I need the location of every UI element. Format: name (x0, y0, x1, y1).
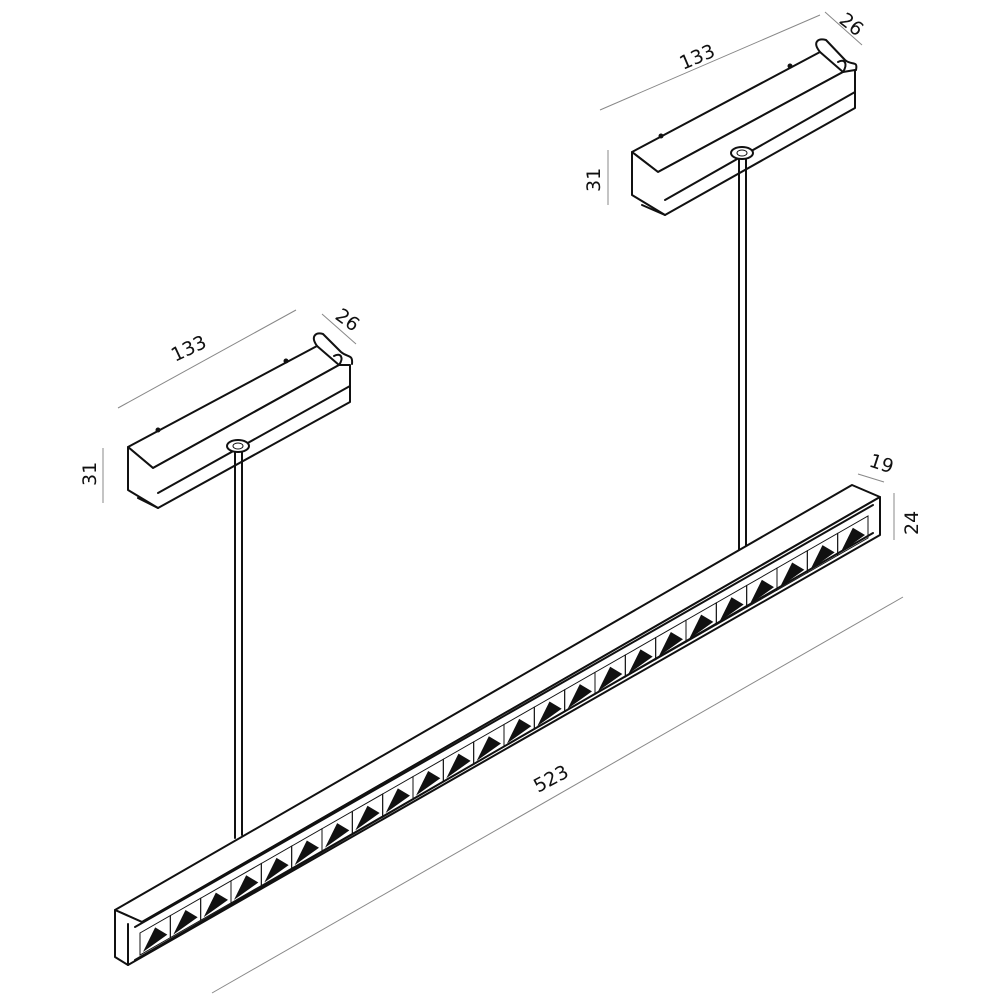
right-bracket-width-label: 26 (835, 9, 868, 41)
led-reflector (689, 614, 714, 640)
right-bracket-bottom-edge (641, 204, 666, 216)
led-reflector (567, 684, 592, 709)
right-bracket-height-label: 31 (583, 168, 605, 192)
right-bracket-end-curve (815, 38, 858, 71)
profile-top-face (114, 484, 881, 923)
left-bracket-lower-edge (157, 385, 351, 494)
led-reflector (143, 927, 168, 952)
suspension-cables (234, 158, 747, 839)
left-bracket-bottom-edge (137, 497, 159, 509)
led-reflector (416, 770, 441, 796)
led-reflector (264, 857, 289, 883)
left-bracket-inner-channel (333, 353, 343, 366)
led-reflector (476, 736, 501, 761)
led-reflector (325, 823, 350, 848)
profile-length-label: 523 (530, 761, 572, 797)
led-reflector (234, 875, 259, 900)
led-reflector (840, 527, 865, 553)
right-bracket-length-label: 133 (676, 40, 718, 74)
led-reflector (173, 909, 198, 935)
profile-height-label: 24 (901, 511, 923, 535)
right-ceiling-bracket: 133 26 31 (583, 9, 868, 216)
left-bracket-length-dim-line (117, 309, 297, 409)
right-bracket-screw-hole-1 (658, 133, 664, 139)
left-bracket-height-label: 31 (79, 462, 101, 486)
right-bracket-width-dim-line (824, 11, 863, 46)
left-bracket-screw-hole-2 (283, 358, 289, 364)
led-cell-array (139, 515, 869, 956)
right-bracket-cable-grommet-inner (736, 149, 748, 157)
led-reflector (628, 649, 653, 674)
led-reflector (658, 631, 683, 657)
left-bracket-width-dim-line (321, 313, 357, 345)
left-bracket-screw-hole-1 (155, 427, 161, 433)
profile-width-dim-line (857, 473, 885, 483)
linear-light-profile: 523 19 24 (114, 450, 923, 994)
led-reflector (385, 788, 410, 813)
right-bracket-length-dim-line (599, 14, 821, 111)
led-reflector (719, 597, 744, 622)
led-reflector (294, 840, 319, 866)
led-reflector (355, 805, 380, 831)
left-bracket-end-curve (312, 332, 354, 365)
profile-length-dim-line (211, 596, 904, 994)
led-cell (837, 515, 869, 557)
right-suspension-cable (738, 158, 747, 551)
left-bracket-cable-grommet-inner (232, 442, 244, 450)
left-bracket-cable-grommet (226, 439, 250, 453)
right-bracket-front-face (631, 69, 856, 216)
led-reflector (446, 753, 471, 779)
profile-width-label: 19 (866, 450, 896, 478)
led-reflector (537, 701, 562, 727)
right-bracket-screw-hole-2 (787, 63, 793, 69)
right-bracket-inner-channel (837, 59, 847, 73)
led-reflector (203, 892, 228, 918)
left-ceiling-bracket: 133 26 31 (79, 304, 364, 509)
profile-inner-top-edge (134, 504, 874, 928)
led-reflector (780, 562, 805, 588)
right-bracket-cable-grommet (730, 146, 754, 160)
led-reflector (749, 579, 774, 605)
left-suspension-cable (234, 451, 243, 839)
right-bracket-lower-edge (664, 91, 856, 201)
led-reflector (810, 545, 835, 570)
left-bracket-width-label: 26 (331, 304, 363, 336)
led-reflector (598, 666, 623, 692)
led-reflector (507, 718, 532, 744)
left-bracket-front-face (127, 364, 351, 509)
